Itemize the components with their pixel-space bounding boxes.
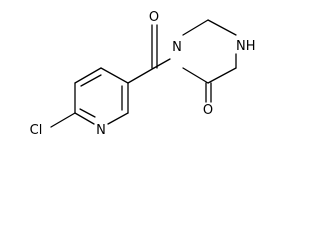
atom-label-nh-lactam: NH bbox=[236, 39, 256, 54]
bond-pyridine-1 bbox=[100, 67, 129, 84]
bond-pyridine-4b bbox=[79, 108, 96, 118]
atom-label-cl: Cl bbox=[30, 123, 43, 138]
atom-label-o-carbonyl: O bbox=[149, 10, 159, 25]
bond-pyridine-3 bbox=[107, 112, 129, 125]
bond-pip-1 bbox=[182, 19, 209, 36]
bond-ring-carbonyl bbox=[127, 67, 155, 84]
bond-pyridine-6b bbox=[80, 74, 102, 87]
molecule-structure: O N NH O N Cl bbox=[30, 10, 256, 138]
atom-label-n-pyridine: N bbox=[96, 123, 106, 138]
bond-carbonyl-n bbox=[153, 58, 171, 69]
bond-pip-2 bbox=[207, 19, 237, 36]
atom-label-n-amide: N bbox=[172, 40, 182, 55]
bond-pip-5 bbox=[182, 67, 209, 84]
bond-c-cl bbox=[50, 112, 76, 128]
bond-pip-4 bbox=[207, 67, 237, 84]
bond-pyridine-4 bbox=[74, 112, 95, 125]
bond-pyridine-6 bbox=[74, 67, 102, 84]
atom-label-o-lactam: O bbox=[203, 103, 213, 118]
